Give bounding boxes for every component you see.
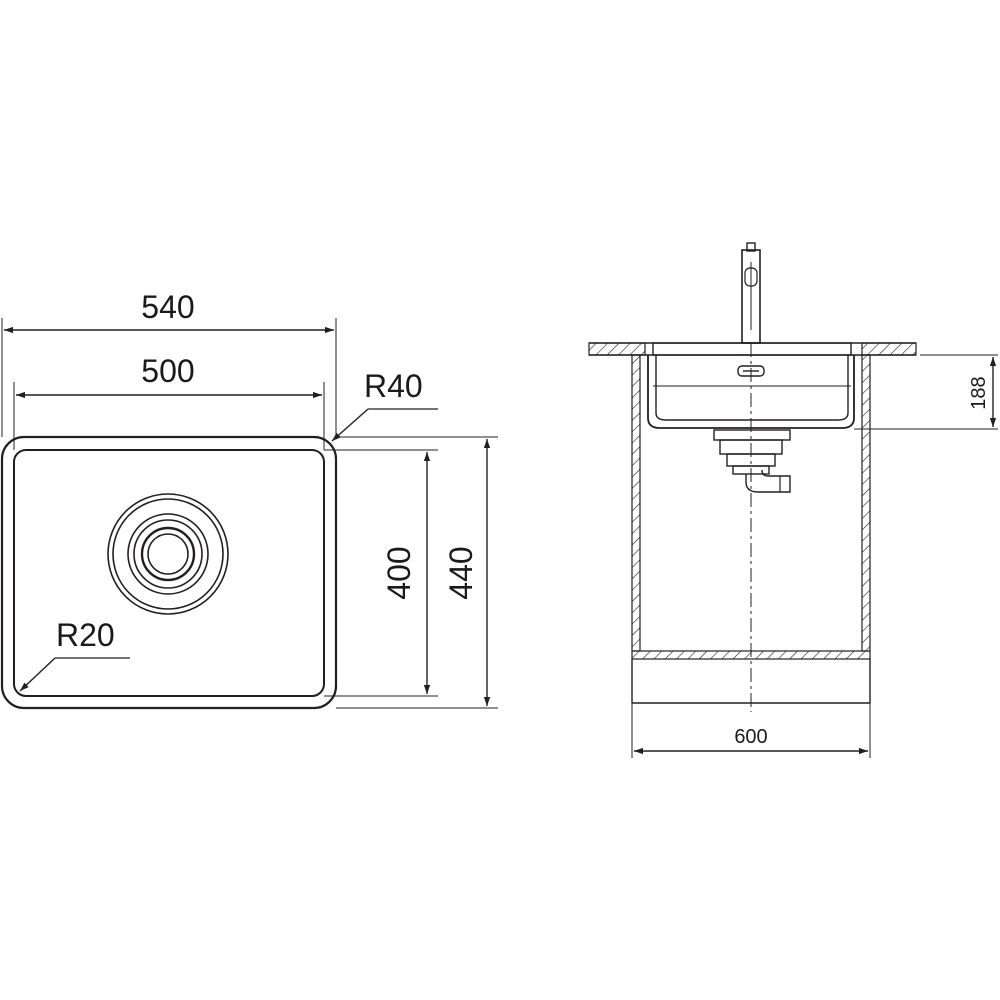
countertop	[588, 342, 917, 356]
dim-inner-depth: 400	[381, 546, 417, 599]
top-view: 540 500 R40 R20 400 440	[0, 289, 498, 710]
leader-outer-radius	[331, 408, 369, 442]
dim-cabinet-width: 600	[734, 726, 767, 748]
sink-outer-rim	[0, 435, 338, 710]
dim-inner-radius: R20	[56, 617, 115, 653]
dim-outer-depth: 440	[443, 546, 479, 599]
sink-inner-bowl	[13, 449, 325, 697]
faucet-icon	[741, 242, 761, 344]
dim-outer-width: 540	[141, 289, 194, 325]
leader-inner-radius	[19, 657, 56, 692]
drain-trap-icon	[713, 429, 791, 493]
drain-icon	[107, 493, 229, 615]
dim-inner-width: 500	[141, 353, 194, 389]
side-view: 188 600	[588, 242, 998, 758]
dim-outer-radius: R40	[364, 368, 423, 404]
dim-bowl-depth: 188	[968, 376, 990, 409]
